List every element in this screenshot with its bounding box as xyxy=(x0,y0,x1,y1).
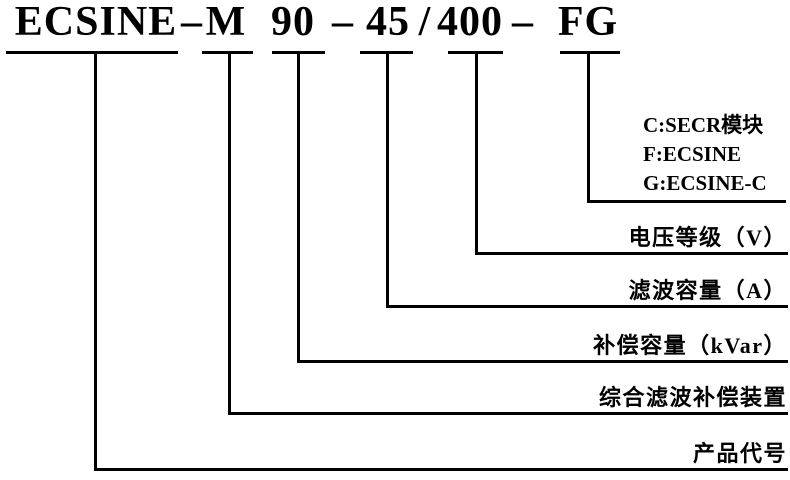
model-token-suffix: FG xyxy=(557,0,619,45)
model-token-compensation-capacity: 90 xyxy=(271,0,315,45)
model-token-slash: / xyxy=(418,0,432,45)
connector-vertical-product-code xyxy=(94,53,97,471)
suffix-option-f: F:ECSINE xyxy=(643,142,742,166)
callout-rule-device-type xyxy=(228,412,788,415)
connector-vertical-compensation-capacity xyxy=(297,53,300,363)
callout-label-device-type: 综合滤波补偿装置 xyxy=(598,385,787,410)
callout-label-product-code: 产品代号 xyxy=(692,441,787,466)
model-token-dash-3: – xyxy=(512,0,534,45)
model-token-dash-2: – xyxy=(332,0,354,45)
underline-device-type xyxy=(202,51,253,54)
callout-rule-product-code xyxy=(94,468,788,471)
underline-compensation-capacity xyxy=(272,51,325,54)
callout-label-voltage: 电压等级（V） xyxy=(628,225,787,250)
callout-rule-suffix xyxy=(587,200,786,203)
connector-vertical-filter-capacity xyxy=(386,53,389,308)
connector-vertical-voltage xyxy=(475,53,478,255)
callout-rule-filter-capacity xyxy=(386,305,788,308)
underline-voltage xyxy=(448,51,503,54)
callout-label-filter-capacity: 滤波容量（A） xyxy=(628,278,787,303)
underline-filter-capacity xyxy=(360,51,413,54)
callout-rule-voltage xyxy=(475,252,788,255)
suffix-option-c: C:SECR模块 xyxy=(643,113,764,137)
model-token-voltage: 400 xyxy=(437,0,503,45)
callout-label-compensation-capacity: 补偿容量（kVar） xyxy=(593,333,787,358)
suffix-option-g: G:ECSINE-C xyxy=(643,171,767,195)
connector-vertical-device-type xyxy=(228,53,231,415)
callout-label-suffix-options: C:SECR模块 F:ECSINE G:ECSINE-C xyxy=(643,111,767,198)
model-token-filter-capacity: 45 xyxy=(366,0,410,45)
callout-rule-compensation-capacity xyxy=(297,360,788,363)
underline-product-code xyxy=(6,51,178,54)
model-token-product-code: ECSINE xyxy=(14,0,178,45)
model-token-dash-1: – xyxy=(181,0,203,45)
connector-vertical-suffix xyxy=(587,53,590,203)
model-token-device-type: M xyxy=(205,0,247,45)
underline-suffix xyxy=(560,51,620,54)
